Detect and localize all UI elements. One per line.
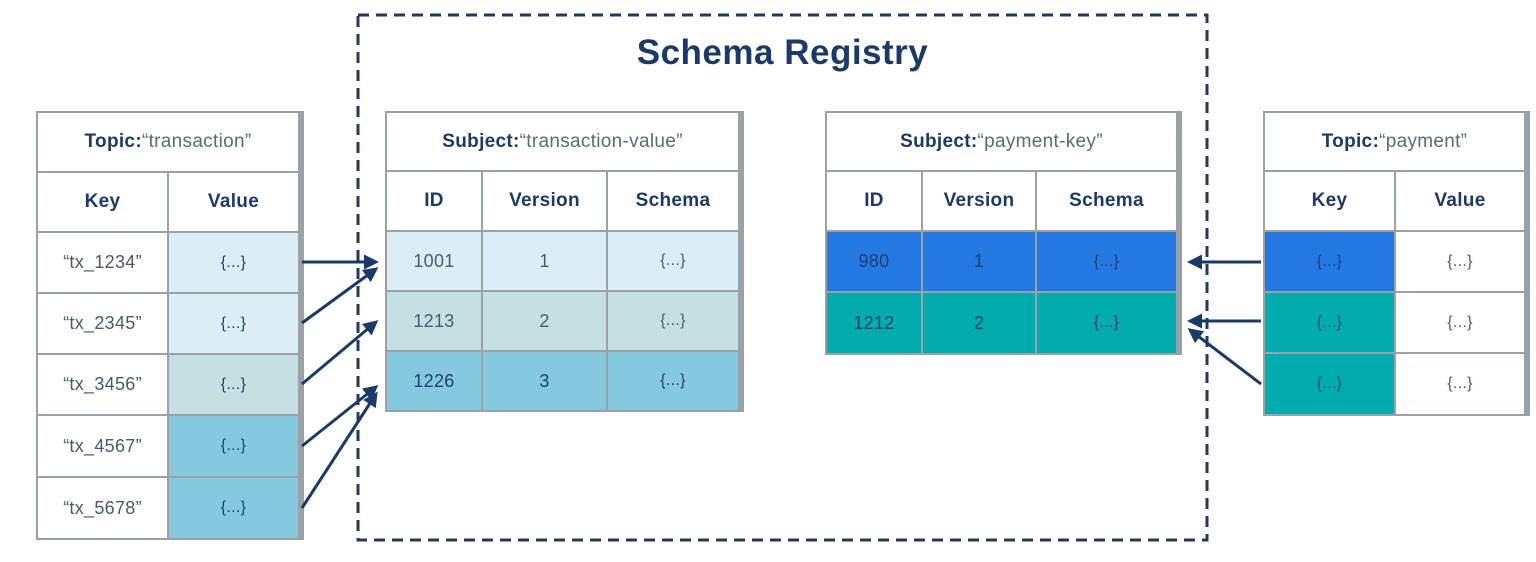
cell-value: {...} xyxy=(169,416,298,476)
arrow-tx3456-to-1213 xyxy=(301,320,379,386)
cell-value: {...} xyxy=(1396,232,1524,291)
cell-value: {...} xyxy=(1396,293,1524,352)
cell-schema: {...} xyxy=(608,232,738,290)
cell-value: {...} xyxy=(169,294,298,353)
arrow-tx5678-to-1226 xyxy=(300,391,378,509)
cell-key: {...} xyxy=(1265,293,1394,352)
cell-key: {...} xyxy=(1265,354,1394,414)
cell-id: 980 xyxy=(827,232,921,291)
subject-name: “payment-key” xyxy=(977,130,1103,152)
cell-key: “tx_4567” xyxy=(38,416,167,476)
table-subject-payment-key: Subject: “payment-key” ID Version Schema… xyxy=(825,111,1182,355)
cell-key: {...} xyxy=(1265,232,1394,291)
cell-schema: {...} xyxy=(608,292,738,350)
cell-version: 1 xyxy=(483,232,606,290)
column-header-schema: Schema xyxy=(608,172,738,230)
column-header-value: Value xyxy=(169,173,298,231)
page-title: Schema Registry xyxy=(636,33,929,72)
arrow-paymentkey3-to-1212 xyxy=(1187,328,1262,386)
table-subject-transaction-value: Subject: “transaction-value” ID Version … xyxy=(385,111,744,412)
cell-schema: {...} xyxy=(1037,232,1176,291)
cell-schema: {...} xyxy=(1037,293,1176,353)
cell-schema: {...} xyxy=(608,352,738,410)
cell-id: 1226 xyxy=(387,352,481,410)
column-header-version: Version xyxy=(483,172,606,230)
column-header-key: Key xyxy=(1265,172,1394,230)
cell-id: 1212 xyxy=(827,293,921,353)
colon: : xyxy=(970,130,978,152)
cell-value: {...} xyxy=(169,233,298,292)
topic-label: Topic xyxy=(1321,130,1373,152)
table-header-topic-payment: Topic: “payment” xyxy=(1265,113,1524,170)
topic-name: “transaction” xyxy=(141,131,252,152)
subject-label: Subject xyxy=(900,130,971,152)
table-topic-payment: Topic: “payment” Key Value {...} {...} {… xyxy=(1263,111,1530,416)
cell-version: 2 xyxy=(483,292,606,350)
cell-id: 1213 xyxy=(387,292,481,350)
cell-version: 3 xyxy=(483,352,606,410)
cell-version: 1 xyxy=(923,232,1035,291)
cell-value: {...} xyxy=(169,355,298,414)
colon: : xyxy=(513,130,520,152)
column-header-value: Value xyxy=(1396,172,1524,230)
cell-id: 1001 xyxy=(387,232,481,290)
table-header-subject-payment-key: Subject: “payment-key” xyxy=(827,113,1176,170)
cell-key: “tx_2345” xyxy=(38,294,167,353)
table-header-topic-transaction: Topic: “transaction” xyxy=(38,113,298,171)
table-header-subject-transaction-value: Subject: “transaction-value” xyxy=(387,113,738,170)
cell-value: {...} xyxy=(1396,354,1524,414)
arrow-tx4567-to-1226 xyxy=(301,385,379,448)
cell-key: “tx_1234” xyxy=(38,233,167,292)
column-header-id: ID xyxy=(387,172,481,230)
cell-key: “tx_3456” xyxy=(38,355,167,414)
cell-value: {...} xyxy=(169,478,298,538)
colon: : xyxy=(1372,130,1380,152)
arrow-tx2345-to-1001 xyxy=(301,267,379,325)
column-header-version: Version xyxy=(923,172,1035,230)
cell-key: “tx_5678” xyxy=(38,478,167,538)
subject-name: “transaction-value” xyxy=(519,130,683,152)
cell-version: 2 xyxy=(923,293,1035,353)
column-header-id: ID xyxy=(827,172,921,230)
column-header-schema: Schema xyxy=(1037,172,1176,230)
colon: : xyxy=(135,131,142,152)
column-header-key: Key xyxy=(38,173,167,231)
topic-label: Topic xyxy=(84,131,136,152)
table-topic-transaction: Topic: “transaction” Key Value “tx_1234”… xyxy=(36,111,304,540)
subject-label: Subject xyxy=(442,130,514,152)
topic-name: “payment” xyxy=(1379,130,1468,152)
